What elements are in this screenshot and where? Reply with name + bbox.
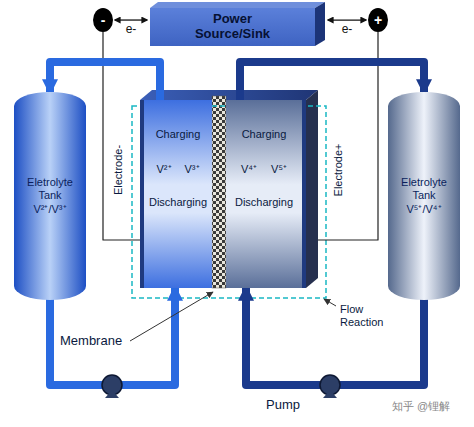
terminal-circle: - xyxy=(93,8,113,32)
positive-half-cell: ChargingV⁴⁺V⁵⁺ Discharging xyxy=(226,100,306,288)
node-text: Discharging xyxy=(226,196,302,209)
node-text: V⁴⁺ xyxy=(234,163,264,176)
node-text: Discharging xyxy=(144,196,212,209)
node-text: Eletrolyte Tank xyxy=(18,176,82,201)
node-text: V⁵⁺/V⁴⁺ xyxy=(406,203,441,216)
cell-top-face xyxy=(140,90,318,100)
node-text: V³⁺ xyxy=(178,163,206,176)
membrane xyxy=(212,96,226,288)
electrolyte-pipe xyxy=(246,288,424,385)
node-text: Power Source/Sink xyxy=(188,12,278,42)
pump-symbol xyxy=(102,375,122,398)
node-text: - xyxy=(101,12,106,28)
terminal-circle: + xyxy=(368,8,388,32)
node-text: Eletrolyte Tank xyxy=(392,176,456,201)
node-text: Charging xyxy=(226,128,302,141)
pump-symbol xyxy=(320,375,340,398)
electrode-label: Electrode+ xyxy=(332,144,345,197)
electrolyte-tank: Eletrolyte TankV⁵⁺/V⁴⁺ xyxy=(388,92,460,300)
power-source-box: Power Source/Sink xyxy=(150,8,315,46)
leader-line xyxy=(130,292,213,341)
electrolyte-pipe xyxy=(240,62,424,100)
membrane-label: Membrane xyxy=(60,334,122,349)
edge-label: e- xyxy=(126,23,137,37)
electrolyte-pipe xyxy=(50,288,175,385)
flow-reaction-label: Flow Reaction xyxy=(340,303,386,328)
leader-line xyxy=(324,299,336,306)
pump-label: Pump xyxy=(266,398,300,413)
negative-half-cell: ChargingV²⁺V³⁺ Discharging xyxy=(140,100,212,288)
node-text: V²⁺ xyxy=(150,163,178,176)
node-text: V⁵⁺ xyxy=(264,163,294,176)
cell-side-face xyxy=(306,90,318,288)
node-text: V²⁺/V³⁺ xyxy=(33,203,66,216)
edge-label: e- xyxy=(342,23,353,37)
electrolyte-tank: Eletrolyte TankV²⁺/V³⁺ xyxy=(14,92,86,300)
electrode-label: Electrode- xyxy=(112,145,125,195)
electron-arrow xyxy=(115,19,147,20)
electron-arrow xyxy=(328,19,366,20)
box-side-face xyxy=(315,2,325,46)
node-text: + xyxy=(374,12,382,28)
node-text: Charging xyxy=(144,128,212,141)
watermark: 知乎 @锂解 xyxy=(392,400,450,413)
